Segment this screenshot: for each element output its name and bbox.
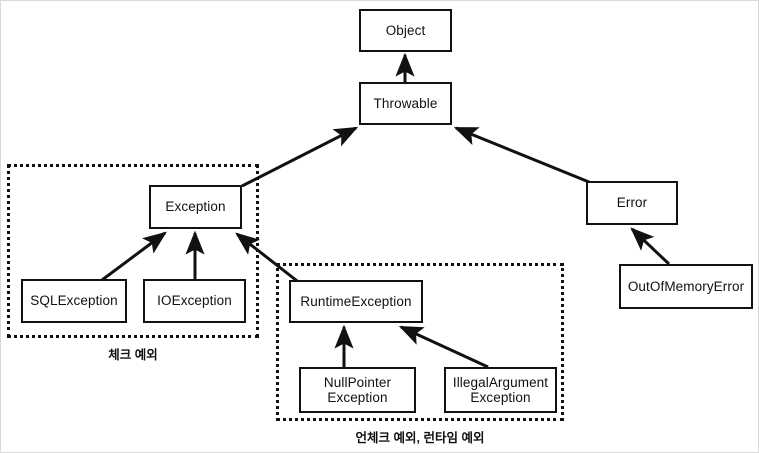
class-node-null-pointer-exception: NullPointer Exception	[299, 367, 416, 413]
class-node-throwable: Throwable	[359, 82, 452, 125]
edge-error-to-throwable	[453, 126, 590, 184]
group-box-unchecked-group	[276, 263, 564, 421]
group-label-unchecked-group: 언체크 예외, 런타임 예외	[355, 431, 485, 445]
class-node-sql-exception: SQLException	[21, 279, 127, 323]
class-node-error: Error	[586, 181, 678, 225]
class-node-object: Object	[359, 9, 452, 52]
class-node-io-exception: IOException	[143, 279, 246, 323]
class-node-illegal-argument-exception: IllegalArgument Exception	[444, 367, 557, 413]
edge-outofmemory-to-error	[630, 227, 671, 266]
class-node-exception: Exception	[149, 185, 242, 229]
class-node-out-of-memory-error: OutOfMemoryError	[619, 264, 753, 309]
class-node-runtime-exception: RuntimeException	[289, 280, 423, 323]
group-label-checked-group: 체크 예외	[108, 348, 158, 362]
edge-exception-to-throwable	[241, 126, 359, 188]
